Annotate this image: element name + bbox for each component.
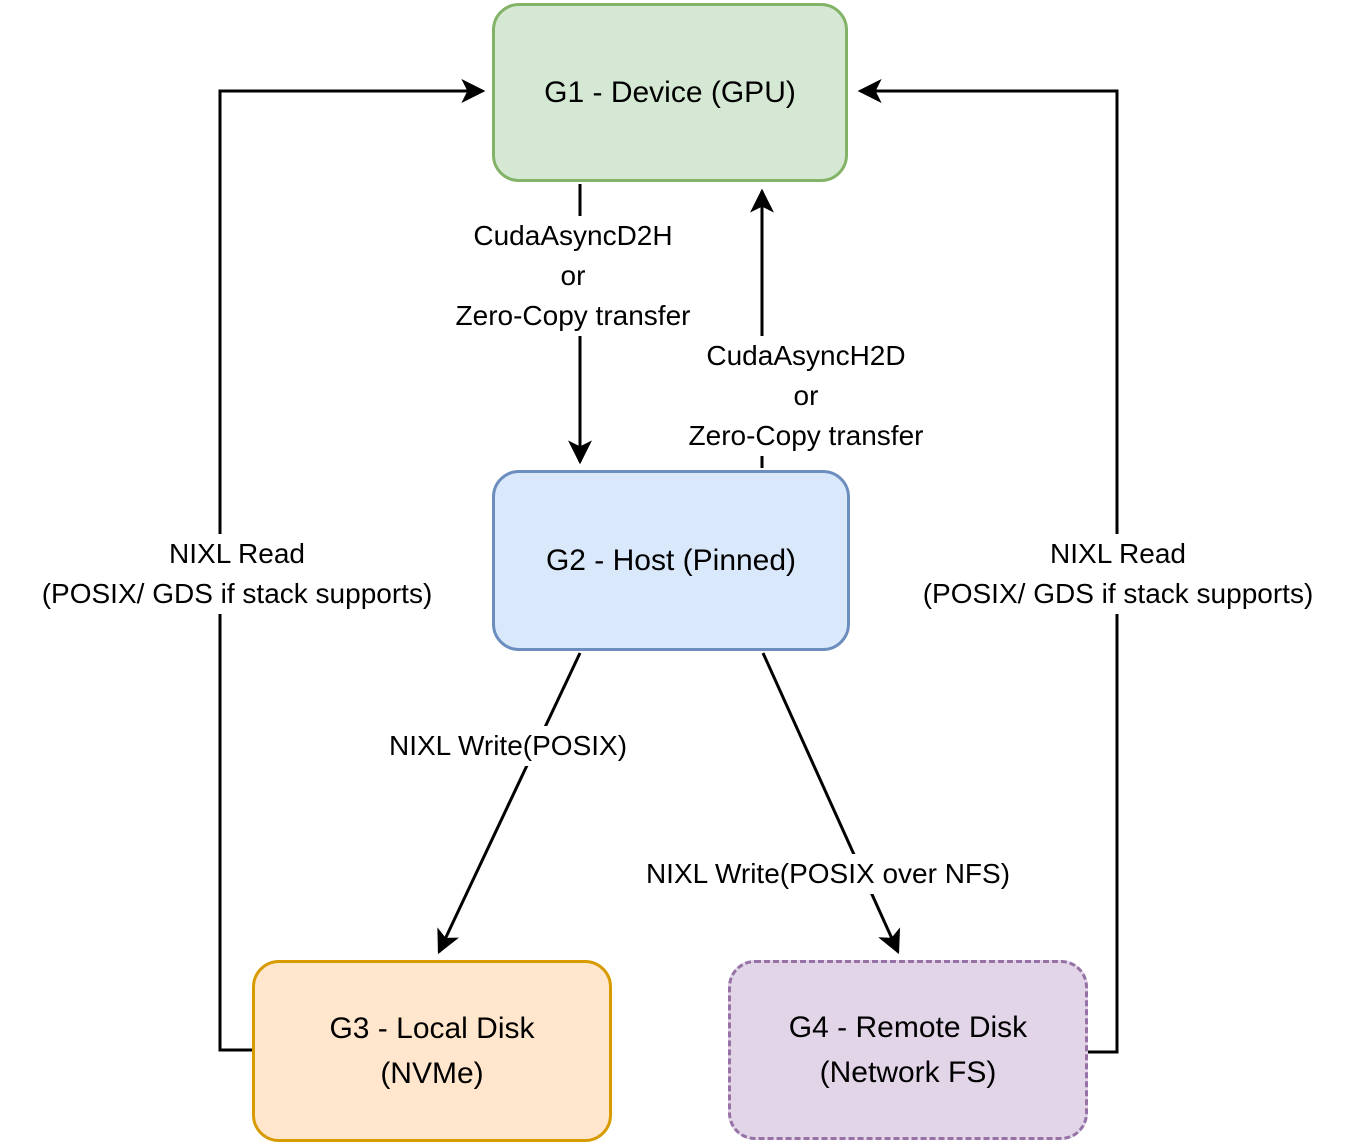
edge-label-nixl-read-right-line1: NIXL Read [1050, 538, 1186, 569]
node-g4-remote-disk: G4 - Remote Disk (Network FS) [728, 960, 1088, 1140]
node-g4-label-line1: G4 - Remote Disk [788, 1011, 1028, 1044]
edge-label-cuda-async-d2h: CudaAsyncD2H or Zero-Copy transfer [452, 216, 694, 336]
node-g1-device-gpu: G1 - Device (GPU) [492, 3, 848, 182]
edge-label-cuda-async-h2d-line3: Zero-Copy transfer [688, 420, 924, 451]
edge-label-nixl-write-posix-text: NIXL Write(POSIX) [388, 730, 628, 761]
edge-label-nixl-write-posix-nfs: NIXL Write(POSIX over NFS) [642, 854, 1014, 894]
edge-label-nixl-read-left: NIXL Read (POSIX/ GDS if stack supports) [38, 534, 436, 614]
edge-label-nixl-read-right: NIXL Read (POSIX/ GDS if stack supports) [919, 534, 1317, 614]
node-g3-local-disk: G3 - Local Disk (NVMe) [252, 960, 612, 1142]
edge-label-cuda-async-h2d-line1: CudaAsyncH2D [706, 340, 906, 371]
node-g3-label-line1: G3 - Local Disk [329, 1012, 535, 1045]
edge-label-nixl-read-left-line1: NIXL Read [169, 538, 305, 569]
edge-label-cuda-async-d2h-line3: Zero-Copy transfer [455, 300, 691, 331]
arrow-g2-to-g3 [437, 652, 582, 955]
edge-label-nixl-read-left-line2: (POSIX/ GDS if stack supports) [41, 578, 433, 609]
node-g3-label: G3 - Local Disk (NVMe) [329, 1006, 534, 1096]
arrow-g2-to-g4 [761, 652, 901, 955]
edge-label-nixl-write-posix-nfs-text: NIXL Write(POSIX over NFS) [645, 858, 1011, 889]
node-g1-label: G1 - Device (GPU) [544, 76, 796, 109]
edge-label-cuda-async-d2h-line1: CudaAsyncD2H [473, 220, 673, 251]
node-g4-label-line2: (Network FS) [819, 1056, 997, 1089]
edge-label-nixl-read-right-line2: (POSIX/ GDS if stack supports) [922, 578, 1314, 609]
edge-label-nixl-write-posix: NIXL Write(POSIX) [385, 726, 631, 766]
node-g2-label: G2 - Host (Pinned) [545, 544, 797, 577]
node-g2-host-pinned: G2 - Host (Pinned) [492, 470, 850, 651]
edge-label-cuda-async-d2h-line2: or [560, 260, 586, 291]
edge-label-cuda-async-h2d: CudaAsyncH2D or Zero-Copy transfer [685, 336, 927, 456]
edge-label-cuda-async-h2d-line2: or [793, 380, 819, 411]
node-g4-label: G4 - Remote Disk (Network FS) [789, 1005, 1027, 1095]
node-g3-label-line2: (NVMe) [380, 1057, 484, 1090]
